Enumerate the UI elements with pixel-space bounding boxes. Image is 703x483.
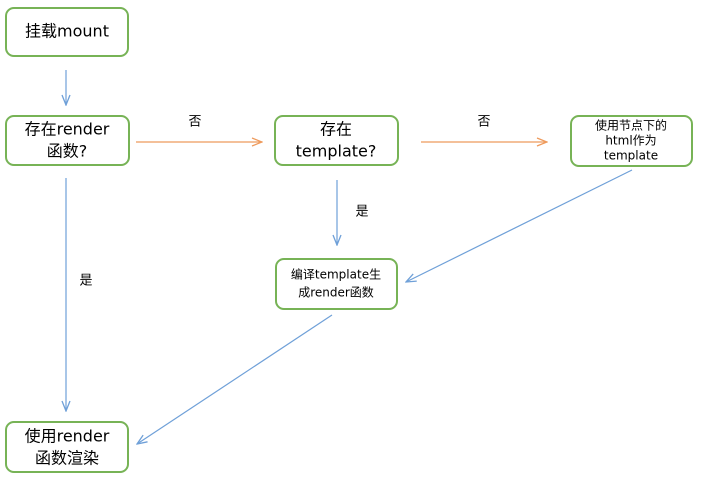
edge-label-render-no: 否 — [188, 115, 201, 130]
node-mount: 挂载mount — [5, 7, 129, 57]
node-render-check-line-1: 存在render — [25, 120, 110, 139]
node-render-check-line-2: 函数? — [47, 142, 88, 161]
node-compile-line-1: 编译template生 — [291, 267, 381, 282]
edge-compile-to-use-render — [137, 314, 333, 444]
node-use-render: 使用render 函数渲染 — [5, 421, 129, 473]
edge-label-render-yes: 是 — [79, 274, 92, 289]
node-template-check-line-2: template? — [296, 142, 377, 161]
node-template-check-line-1: 存在 — [320, 120, 352, 139]
node-use-html-line-1: 使用节点下的 — [595, 118, 667, 133]
node-use-render-line-1: 使用render — [25, 427, 110, 446]
node-use-html-line-2: html作为 — [605, 134, 656, 148]
node-mount-line-1: 挂载mount — [25, 22, 109, 41]
node-use-render-line-2: 函数渲染 — [35, 449, 99, 468]
node-use-html: 使用节点下的 html作为 template — [570, 115, 693, 167]
edge-label-template-no: 否 — [477, 115, 490, 130]
node-template-check: 存在 template? — [274, 115, 399, 166]
node-use-html-line-3: template — [604, 149, 658, 163]
edge-label-template-yes: 是 — [355, 205, 368, 220]
node-render-check: 存在render 函数? — [5, 115, 130, 166]
node-compile: 编译template生 成render函数 — [275, 258, 398, 310]
edge-use-html-to-compile — [406, 169, 633, 282]
node-compile-line-2: 成render函数 — [298, 285, 374, 300]
